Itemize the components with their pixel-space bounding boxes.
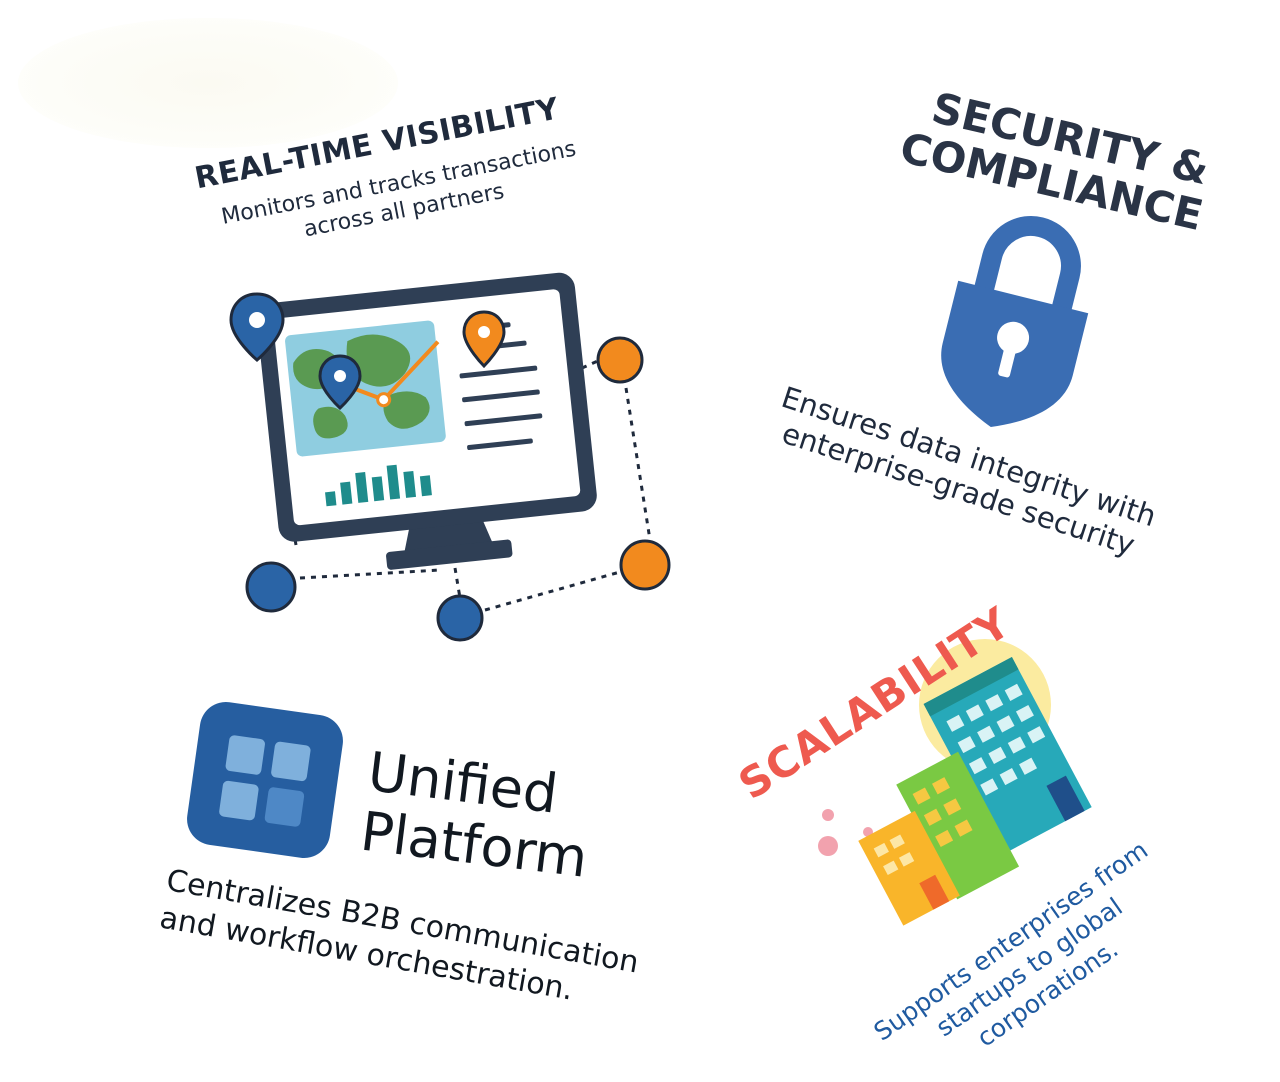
location-pin-icon xyxy=(462,310,506,369)
network-node-icon xyxy=(436,594,484,642)
location-pin-icon xyxy=(318,354,362,411)
network-node-icon xyxy=(245,561,297,613)
background-glow xyxy=(18,18,398,148)
padlock-icon xyxy=(941,215,1089,428)
office-buildings-icon xyxy=(818,639,1092,926)
location-pin-icon xyxy=(229,292,285,362)
network-node-icon xyxy=(619,539,671,591)
network-node-icon xyxy=(596,336,644,384)
platform-grid-icon xyxy=(187,702,343,858)
monitor-map-icon xyxy=(256,272,597,570)
